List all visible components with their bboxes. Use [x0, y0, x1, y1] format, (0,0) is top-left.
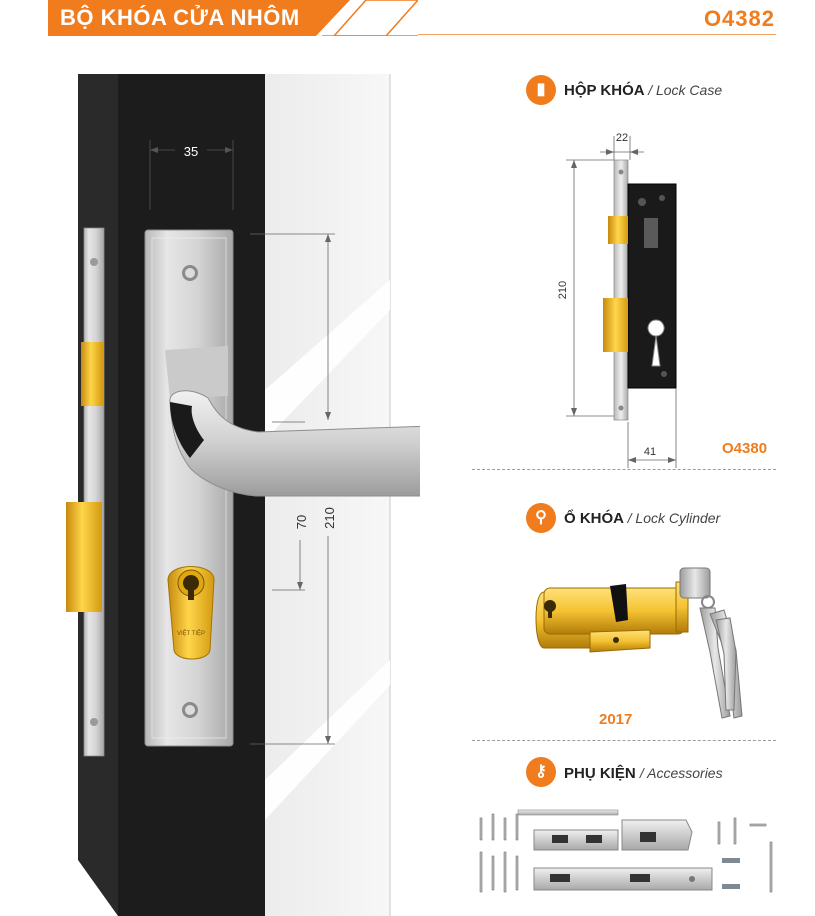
accessories-subtitle: / Accessories	[639, 765, 723, 781]
lock-cylinder-model: 2017	[599, 711, 633, 728]
lock-faceplate	[83, 227, 105, 757]
accessories-heading: PHỤ KIỆN / Accessories	[564, 765, 723, 782]
dim-cylinder-offset: 70	[294, 515, 309, 529]
lock-case-heading: HỘP KHÓA / Lock Case	[564, 82, 722, 99]
dead-bolt	[66, 502, 102, 612]
header-divider	[418, 34, 776, 35]
handle-backplate	[144, 229, 234, 747]
lever-handle	[169, 390, 420, 497]
lock-case-icon: ▮	[526, 75, 556, 105]
title-banner	[0, 0, 418, 36]
section-divider	[472, 469, 776, 470]
cylinder-brand: VIỆT TIỆP	[177, 629, 205, 637]
door-lock-illustration: VIỆT TIỆP 35 70 210	[66, 74, 420, 916]
product-code: O4382	[703, 6, 775, 31]
banner-shape	[48, 0, 418, 36]
dim-height: 210	[322, 507, 337, 529]
lock-cylinder-subtitle: / Lock Cylinder	[627, 510, 721, 526]
lock-cylinder-heading: Ổ KHÓA / Lock Cylinder	[564, 510, 720, 527]
lock-case-title: HỘP KHÓA	[564, 82, 645, 99]
keys-icon: ⚷	[526, 757, 556, 787]
lock-case-model: O4380	[722, 440, 768, 457]
accessories-title: PHỤ KIỆN	[564, 765, 636, 782]
section-divider	[472, 740, 776, 741]
dim-width: 35	[184, 144, 198, 159]
accessories-image	[479, 809, 773, 893]
lock-case-subtitle: / Lock Case	[648, 82, 723, 98]
lock-case-dim-bottom: 41	[644, 446, 656, 458]
lock-case-dim-top: 22	[616, 132, 628, 144]
lock-cylinder-image	[535, 567, 743, 719]
lock-case-image: 22 210 41	[557, 132, 677, 468]
lock-cylinder-title: Ổ KHÓA	[564, 510, 624, 527]
page-title: BỘ KHÓA CỬA NHÔM	[60, 5, 300, 30]
latch-bolt	[81, 342, 103, 406]
cylinder-icon: ⚲	[526, 503, 556, 533]
lock-case-dim-height: 210	[557, 281, 569, 299]
